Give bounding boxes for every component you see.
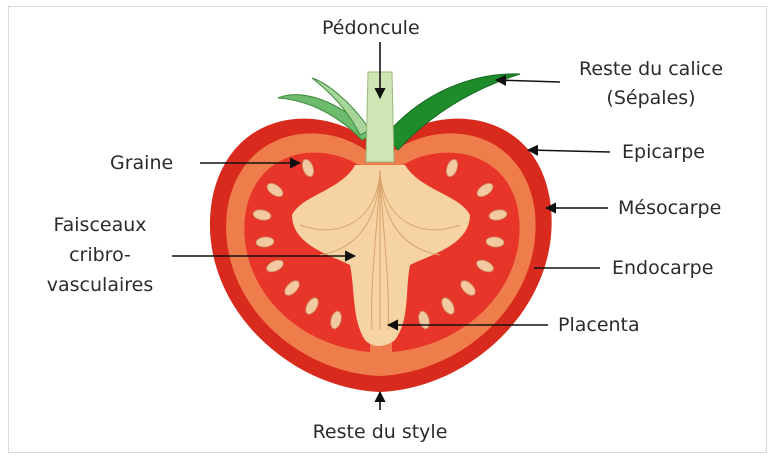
label-faisceaux-line3: vasculaires [30,273,170,297]
label-mesocarpe: Mésocarpe [618,196,721,220]
label-faisceaux-line1: Faisceaux [30,213,170,237]
label-placenta: Placenta [558,313,640,337]
label-epicarpe: Epicarpe [622,140,705,164]
label-reste-style: Reste du style [262,420,498,444]
label-pedoncule: Pédoncule [322,16,420,40]
label-faisceaux-line2: cribro- [30,243,170,267]
label-graine: Graine [110,151,173,175]
pointer-epicarpe [528,150,610,152]
pointer-reste-calice [496,80,560,82]
label-reste-calice-line2: (Sépales) [566,86,736,110]
label-reste-calice-line1: Reste du calice [566,57,736,81]
label-endocarpe: Endocarpe [612,256,713,280]
